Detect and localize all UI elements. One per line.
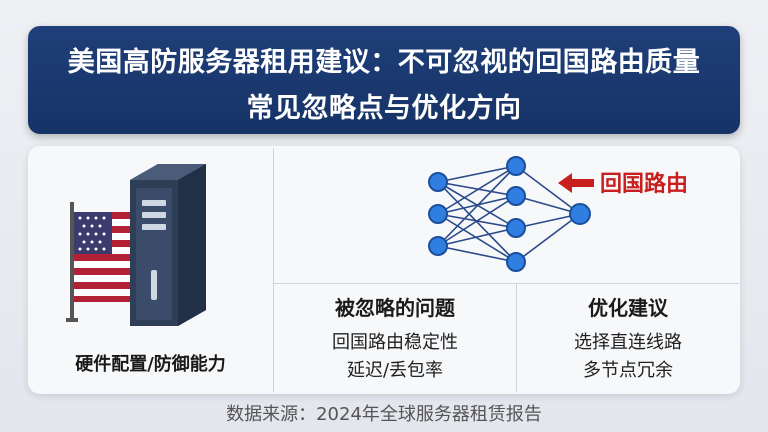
issues-title: 被忽略的问题 bbox=[335, 296, 455, 320]
route-label: 回国路由 bbox=[600, 172, 689, 197]
server-flag-icon bbox=[66, 164, 206, 326]
title-line-1: 美国高防服务器租用建议：不可忽视的回国路由质量 bbox=[67, 47, 701, 78]
optimize-item: 多节点冗余 bbox=[583, 360, 673, 381]
optimize-item: 选择直连线路 bbox=[574, 332, 682, 353]
source-note: 数据来源：2024年全球服务器租赁报告 bbox=[226, 404, 542, 425]
optimize-title: 优化建议 bbox=[588, 296, 668, 320]
network-diagram-icon bbox=[428, 156, 591, 272]
title-banner: 美国高防服务器租用建议：不可忽视的回国路由质量 常见忽略点与优化方向 bbox=[28, 26, 740, 134]
divider bbox=[274, 283, 739, 284]
divider bbox=[273, 148, 274, 392]
issues-item: 回国路由稳定性 bbox=[332, 332, 458, 353]
arrow-left-icon bbox=[558, 173, 594, 193]
title-line-2: 常见忽略点与优化方向 bbox=[246, 93, 522, 124]
hardware-label: 硬件配置/防御能力 bbox=[75, 354, 226, 375]
divider bbox=[516, 284, 517, 392]
issues-item: 延迟/丢包率 bbox=[346, 360, 444, 381]
